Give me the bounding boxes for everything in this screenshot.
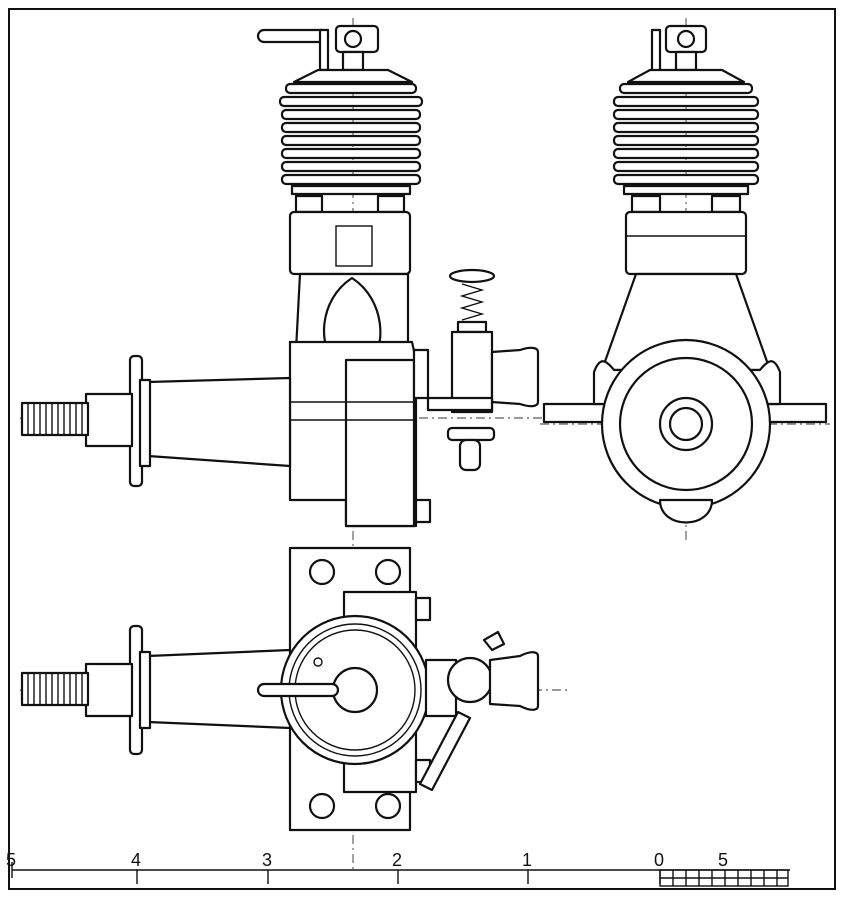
plan-view <box>20 546 570 832</box>
side-elevation-view <box>20 18 560 870</box>
drawing-border <box>8 8 836 890</box>
carburettor-assembly <box>426 268 540 472</box>
threaded-prop-shaft <box>20 401 90 437</box>
scale-label-4: 4 <box>131 850 141 870</box>
scale-label-sub-5: 5 <box>718 850 728 870</box>
scale-label-1: 1 <box>522 850 532 870</box>
scale-label-5: 5 <box>6 850 16 870</box>
scale-bar: 5 4 3 2 1 0 5 <box>6 850 790 887</box>
front-elevation-view <box>540 18 830 540</box>
cooling-fins <box>278 82 424 196</box>
scale-label-3: 3 <box>262 850 272 870</box>
scale-label-0: 0 <box>654 850 664 870</box>
scale-label-2: 2 <box>392 850 402 870</box>
